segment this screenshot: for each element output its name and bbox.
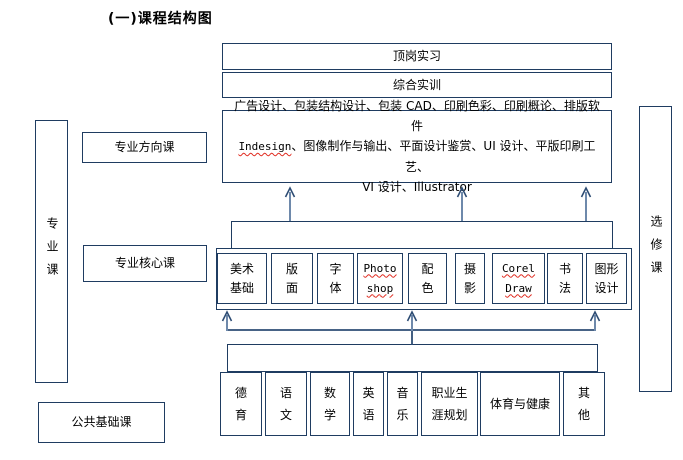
basic-box-moral: 德 育 [220,372,262,436]
core-label: 版 [285,261,298,276]
left-rail-professional-courses: 专业课 [35,120,68,383]
basic-label: 体育与健康 [489,396,550,411]
training-box: 综合实训 [222,72,612,98]
basic-label: 文 [279,408,292,422]
basic-bus-box [227,344,598,372]
arrow-up-left [284,186,296,221]
core-box-photography: 摄 影 [455,253,485,304]
basic-label: 语 [362,408,375,422]
basic-label: 英 [362,386,375,400]
core-label: 配 [421,261,434,276]
direction-course-line2: Indesign、图像制作与输出、平面设计鉴赏、UI 设计、平版印刷工艺、 [229,136,605,177]
direction-course-line2-rest: 、图像制作与输出、平面设计鉴赏、UI 设计、平版印刷工艺、 [291,139,596,174]
direction-course-line1: 广告设计、包装结构设计、包装 CAD、印刷色彩、印刷概论、排版软件 [234,99,600,133]
arrow-branch-right [589,310,601,331]
core-label: 影 [463,280,476,295]
basic-box-career-planning: 职业生 涯规划 [421,372,478,436]
core-category-label: 专业核心课 [114,256,175,270]
core-label: 面 [285,280,298,295]
basic-label: 其 [577,386,590,400]
basic-label: 数 [323,386,336,400]
basic-box-english: 英 语 [353,372,384,436]
right-rail-elective-courses: 选修课 [639,106,672,392]
basic-box-pe-health: 体育与健康 [480,372,560,436]
basic-label: 乐 [396,408,409,422]
internship-label: 顶岗实习 [392,49,441,63]
core-label: shop [366,281,394,295]
basic-label: 育 [234,408,247,422]
core-label: 体 [329,280,342,295]
direction-category-label: 专业方向课 [114,140,175,154]
direction-course-box: 广告设计、包装结构设计、包装 CAD、印刷色彩、印刷概论、排版软件 Indesi… [222,99,612,194]
basic-box-music: 音 乐 [387,372,418,436]
basic-box-chinese: 语 文 [265,372,307,436]
basic-label: 语 [279,386,292,400]
basic-label: 职业生 [431,386,468,400]
core-label: 字 [329,261,342,276]
core-bus-box [231,221,613,250]
basic-label: 学 [323,408,336,422]
core-box-graphic-design: 图形 设计 [586,253,627,304]
basic-box-math: 数 学 [310,372,350,436]
arrow-branch-left [221,310,233,331]
core-box-typeface: 字 体 [317,253,354,304]
arrow-branch-center [406,310,418,331]
core-label: 色 [421,280,434,295]
core-label: 摄 [463,261,476,276]
internship-box: 顶岗实习 [222,43,612,70]
misspelled-indesign: Indesign [238,140,292,153]
right-rail-label: 选修课 [649,214,663,284]
core-label: 书 [558,261,571,276]
core-label: 法 [558,280,571,295]
core-box-photoshop: Photo shop [357,253,403,304]
page-title: (一)课程结构图 [108,11,213,27]
core-box-calligraphy: 书 法 [547,253,583,304]
basic-label: 涯规划 [431,408,468,422]
training-label: 综合实训 [392,77,441,92]
core-label: 基础 [229,280,254,295]
core-category-box: 专业核心课 [83,245,207,282]
public-basic-category-box: 公共基础课 [38,402,165,443]
core-box-art-foundation: 美术 基础 [217,253,267,304]
core-box-coreldraw: Corel Draw [492,253,545,304]
core-label: Photo [363,261,397,275]
basic-label: 音 [396,386,409,400]
direction-course-line3: VI 设计、Illustrator [362,180,472,194]
basic-label: 德 [234,386,247,400]
core-label: 美术 [229,261,254,276]
left-rail-label: 专业课 [45,217,59,286]
core-box-layout: 版 面 [271,253,313,304]
direction-category-box: 专业方向课 [82,132,207,163]
public-basic-category-label: 公共基础课 [71,415,132,429]
core-label: Draw [505,281,532,295]
core-label: Corel [501,261,536,275]
basic-label: 他 [577,408,590,422]
arrow-up-right [580,186,592,221]
core-label: 图形 [594,261,619,276]
core-label: 设计 [594,280,619,295]
basic-box-other: 其 他 [563,372,605,436]
core-box-color-matching: 配 色 [408,253,447,304]
